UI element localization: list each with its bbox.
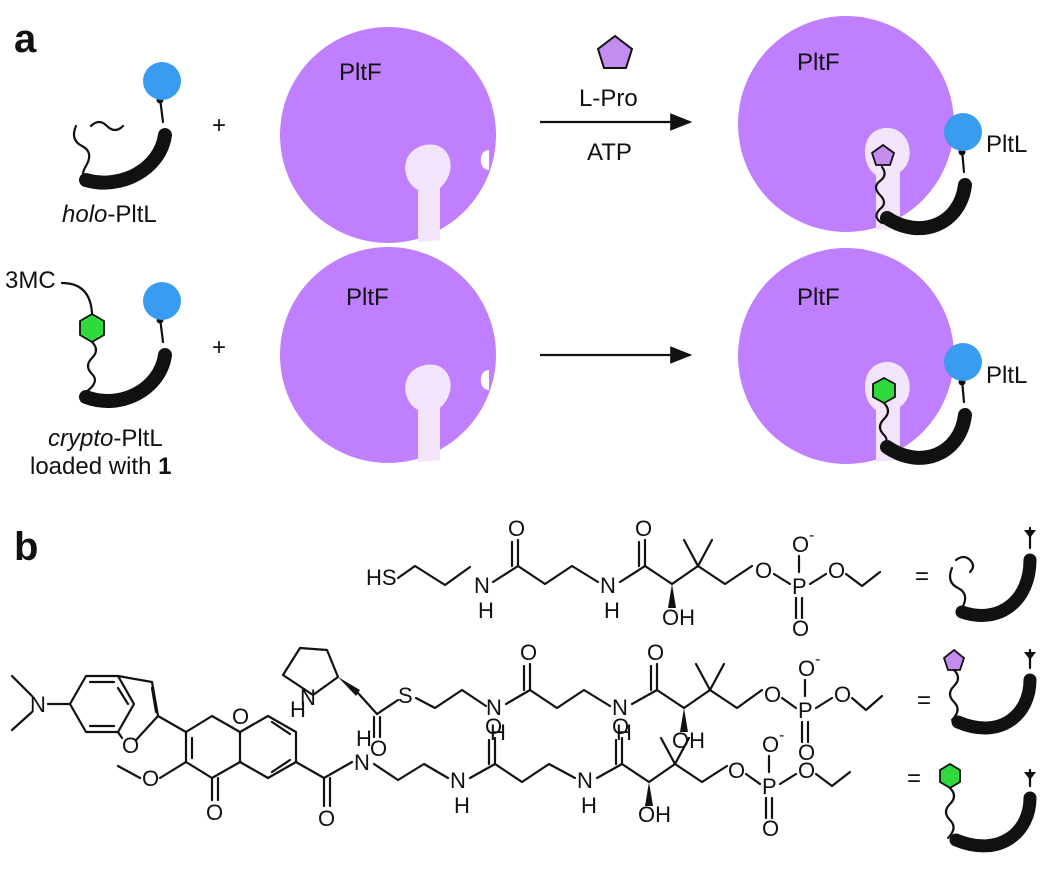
- svg-text:O: O: [798, 758, 815, 783]
- svg-text:O: O: [798, 656, 815, 681]
- product-carrier-label: PltL: [986, 362, 1027, 389]
- equals-sign: =: [915, 563, 929, 590]
- svg-text:O: O: [762, 732, 779, 757]
- reagent-lpro: L-Pro: [579, 85, 638, 112]
- svg-text:-: -: [779, 727, 784, 744]
- svg-text:H: H: [454, 793, 470, 818]
- panel-label-a: a: [14, 17, 37, 61]
- svg-text:O: O: [635, 516, 652, 541]
- enzyme-label: PltF: [339, 59, 382, 86]
- probe-loaded-structure: N O O O O O N H N H O: [10, 674, 1037, 853]
- svg-text:H: H: [356, 726, 372, 751]
- svg-text:O: O: [508, 516, 525, 541]
- equals-sign: =: [917, 687, 931, 714]
- svg-text:O: O: [828, 558, 845, 583]
- crypto-pltl-label: crypto-PltL: [48, 425, 163, 452]
- svg-text:H: H: [478, 598, 494, 623]
- carrier-head: [944, 343, 982, 381]
- svg-text:N: N: [577, 768, 593, 793]
- holo-pltl-carrier: [72, 62, 181, 190]
- svg-text:O: O: [762, 816, 779, 841]
- svg-text:N: N: [300, 685, 316, 710]
- svg-text:O: O: [798, 740, 815, 765]
- svg-text:O: O: [612, 714, 629, 739]
- svg-text:O: O: [792, 616, 809, 641]
- loaded-with-label: loaded with 1: [30, 453, 171, 480]
- svg-text:N: N: [354, 750, 370, 775]
- svg-text:-: -: [815, 651, 820, 668]
- probe-label: 3MC: [5, 267, 56, 294]
- svg-text:O: O: [206, 800, 223, 825]
- svg-text:P: P: [792, 574, 807, 599]
- carrier-head: [143, 62, 181, 100]
- svg-text:H: H: [290, 697, 306, 722]
- proline-icon: [942, 648, 966, 671]
- svg-text:O: O: [318, 806, 335, 831]
- svg-text:O: O: [485, 714, 502, 739]
- svg-text:O: O: [834, 682, 851, 707]
- svg-text:O: O: [647, 640, 664, 665]
- svg-text:N: N: [612, 695, 628, 720]
- svg-text:S: S: [398, 683, 413, 708]
- probe-icon: [872, 376, 896, 405]
- product-complex: [738, 16, 982, 236]
- svg-text:-: -: [809, 527, 814, 544]
- panel-label-b: b: [14, 525, 38, 569]
- product-enzyme-label: PltF: [797, 49, 840, 76]
- svg-text:H: H: [581, 793, 597, 818]
- svg-text:N: N: [486, 695, 502, 720]
- product-carrier-label: PltL: [986, 131, 1027, 158]
- probe-icon: [939, 762, 961, 790]
- serine-anchor-icon: [890, 684, 906, 716]
- reaction-arrow: L-Pro ATP: [540, 34, 693, 166]
- pltf-enzyme: [280, 247, 496, 463]
- serine-anchor-icon: [880, 762, 896, 794]
- carrier-head: [944, 113, 982, 151]
- svg-text:P: P: [762, 774, 777, 799]
- svg-text:O: O: [142, 766, 159, 791]
- svg-text:O: O: [232, 704, 249, 729]
- proline-icon: [596, 34, 634, 69]
- phosphopantetheine-structure: HS N H O N H O OH O P O - O O =: [366, 516, 1037, 641]
- reagent-atp: ATP: [587, 139, 632, 166]
- plus-sign: +: [212, 334, 226, 361]
- svg-text:H: H: [604, 598, 620, 623]
- svg-text:O: O: [755, 558, 772, 583]
- svg-text:O: O: [728, 758, 745, 783]
- product-enzyme-label: PltF: [797, 284, 840, 311]
- svg-text:O: O: [792, 532, 809, 557]
- prolyl-phosphopantetheine-structure: H N O S N H O N H O OH O P O - O: [281, 640, 1037, 765]
- svg-text:H: H: [616, 720, 632, 745]
- proline-icon: [870, 143, 896, 166]
- holo-pltl-label: holo-PltL: [62, 201, 157, 228]
- serine-anchor-icon: [888, 560, 904, 592]
- equals-sign: =: [907, 765, 921, 792]
- svg-text:O: O: [122, 733, 139, 758]
- svg-text:P: P: [798, 698, 813, 723]
- svg-text:N: N: [30, 692, 46, 717]
- svg-text:OH: OH: [638, 802, 671, 827]
- carrier-head: [143, 282, 181, 320]
- svg-text:N: N: [450, 768, 466, 793]
- crypto-pltl-carrier: [60, 281, 181, 408]
- svg-text:N: N: [600, 573, 616, 598]
- svg-text:O: O: [370, 736, 387, 761]
- svg-text:N: N: [474, 573, 490, 598]
- product-complex: [738, 248, 982, 465]
- svg-text:OH: OH: [662, 605, 695, 630]
- pltf-enzyme: [280, 27, 496, 243]
- svg-text:O: O: [520, 640, 537, 665]
- thiol-atom: HS: [366, 565, 397, 590]
- plus-sign: +: [212, 112, 226, 139]
- enzyme-label: PltF: [346, 284, 389, 311]
- svg-text:O: O: [764, 682, 781, 707]
- probe-icon: [79, 312, 105, 344]
